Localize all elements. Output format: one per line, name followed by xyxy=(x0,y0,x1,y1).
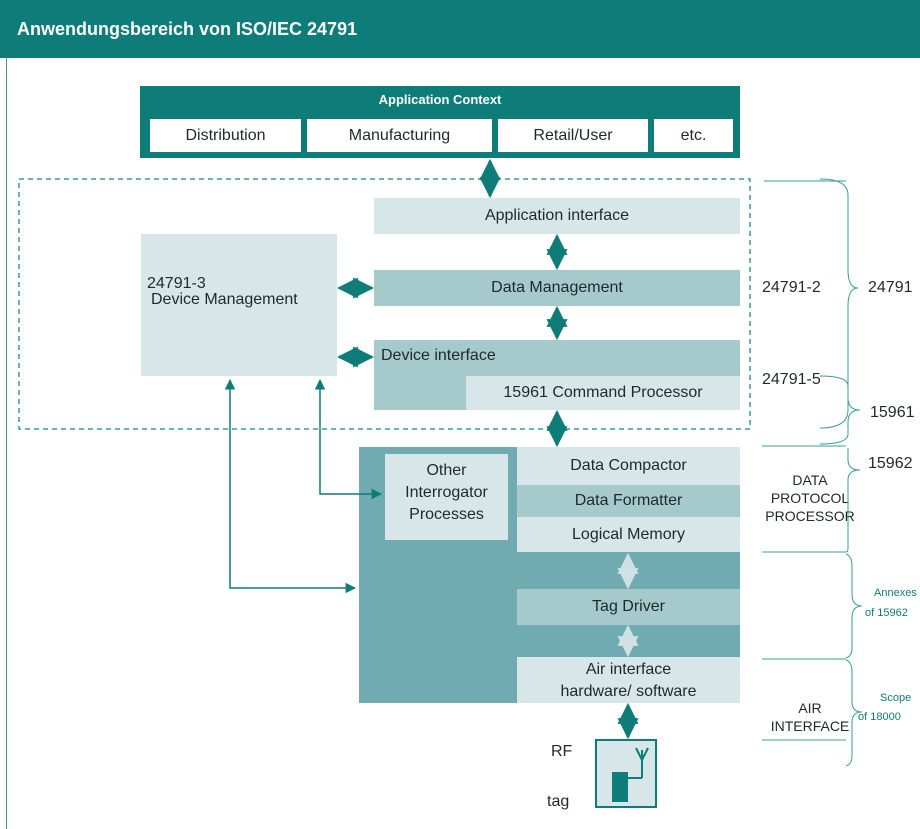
dpp-line1: DATA xyxy=(792,472,828,488)
context-retail-user: Retail/User xyxy=(498,119,648,152)
air-hardware-block xyxy=(517,657,740,703)
device-interface-label: Device interface xyxy=(381,347,496,364)
page-title: Anwendungsbereich von ISO/IEC 24791 xyxy=(17,19,358,39)
tag-driver-block: Tag Driver xyxy=(517,589,740,625)
left-border xyxy=(6,58,7,829)
brace-label-24791: 24791 xyxy=(868,279,913,296)
data-compactor-block: Data Compactor xyxy=(517,447,740,485)
brace-label-scope-2: of 18000 xyxy=(858,711,901,723)
other-processes-line3: Processes xyxy=(409,506,484,523)
brace-15962 xyxy=(845,448,861,553)
context-manufacturing: Manufacturing xyxy=(307,119,492,152)
data-management-block: Data Management xyxy=(374,270,740,306)
device-interface-block xyxy=(374,340,740,376)
data-formatter-block: Data Formatter xyxy=(517,485,740,517)
label-24791-2: 24791-2 xyxy=(762,279,821,296)
brace-scope xyxy=(845,659,863,767)
command-processor-divider xyxy=(374,376,466,410)
logical-memory-block: Logical Memory xyxy=(517,517,740,552)
label-24791-5: 24791-5 xyxy=(762,371,821,388)
brace-15961 xyxy=(819,375,861,445)
arrow-devmgmt-to-other xyxy=(314,378,383,500)
air-hardware-line1: Air interface xyxy=(585,661,672,678)
air-hardware-line2: hardware/ software xyxy=(560,683,697,700)
context-etc: etc. xyxy=(654,119,733,152)
air-interface-line1: AIR xyxy=(798,700,822,716)
device-management-number: 24791-3 xyxy=(147,275,206,292)
rf-tag-icon xyxy=(595,739,657,808)
brace-24791 xyxy=(819,178,859,429)
other-processes-block xyxy=(385,454,508,540)
brace-label-scope-1: Scope xyxy=(880,692,912,704)
brace-label-annexes-1: Annexes xyxy=(874,587,917,599)
other-processes-line2: Interrogator xyxy=(405,484,488,501)
tag-label: tag xyxy=(547,793,570,810)
brace-label-15961: 15961 xyxy=(870,404,915,421)
command-processor-text-area: 15961 Command Processor xyxy=(466,376,740,410)
brace-label-15962: 15962 xyxy=(868,455,913,472)
application-interface-block: Application interface xyxy=(374,198,740,234)
brace-label-annexes-2: of 15962 xyxy=(865,607,908,619)
other-processes-line1: Other xyxy=(426,462,467,479)
brace-annexes xyxy=(845,553,863,659)
dashed-boundary xyxy=(18,178,751,430)
air-interface-line2: INTERFACE xyxy=(770,718,850,734)
device-management-block xyxy=(141,234,337,376)
header-bar: Anwendungsbereich von ISO/IEC 24791 xyxy=(0,0,920,58)
context-distribution: Distribution xyxy=(150,119,301,152)
dpp-line2: PROTOCOL xyxy=(770,490,850,506)
rf-label: RF xyxy=(551,743,573,760)
arrow-devmgmt-to-interrogator xyxy=(224,378,357,594)
application-context-heading: Application Context xyxy=(378,92,502,107)
device-management-label: Device Management xyxy=(151,291,298,308)
dpp-line3: PROCESSOR xyxy=(765,508,855,524)
